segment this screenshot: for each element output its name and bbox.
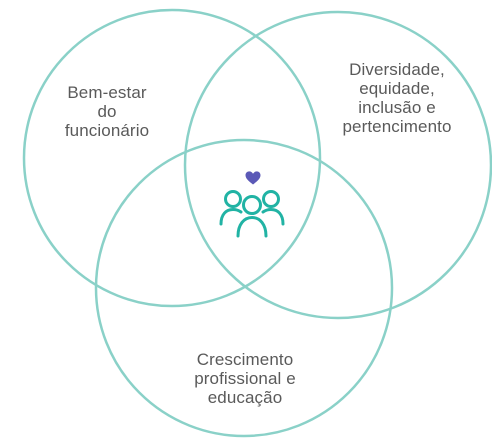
people-group-icon <box>219 190 285 238</box>
circle-professional-growth <box>94 138 394 438</box>
heart-icon <box>245 171 261 185</box>
label-employee-wellbeing: Bem-estar do funcionário <box>64 83 150 140</box>
circle-diversity-equity-inclusion <box>183 10 492 320</box>
label-professional-growth: Crescimento profissional e educação <box>194 350 296 407</box>
circle-employee-wellbeing <box>22 8 322 308</box>
label-diversity-equity-inclusion: Diversidade, equidade, inclusão e perten… <box>342 60 452 136</box>
